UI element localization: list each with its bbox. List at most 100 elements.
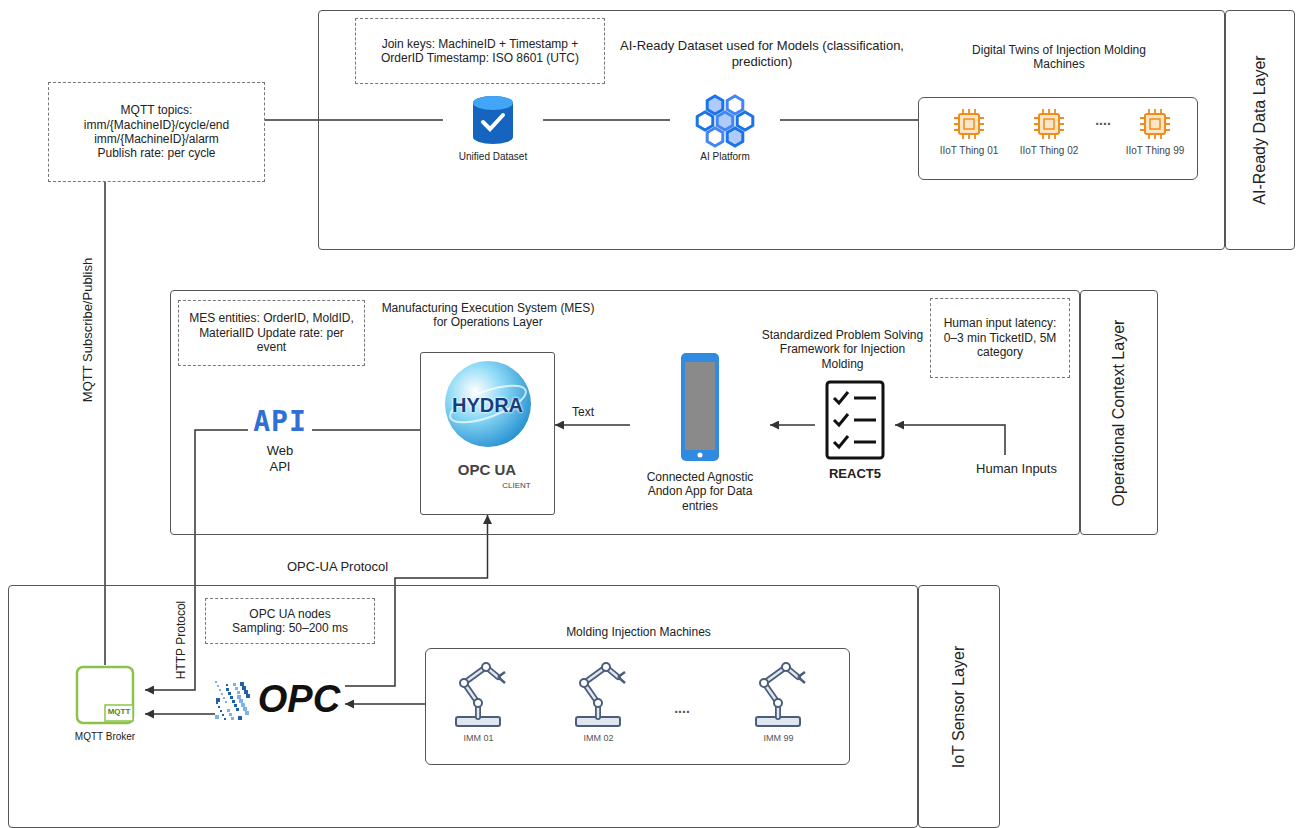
dots-icon-part bbox=[232, 700, 235, 703]
dataset-icon-part bbox=[473, 96, 513, 144]
dots-icon-part bbox=[223, 697, 225, 699]
connector-label: Text bbox=[570, 405, 596, 419]
dots-icon-part bbox=[230, 696, 233, 699]
node-text: Connected Agnostic Andon App for Data en… bbox=[630, 470, 770, 513]
dots-icon-part bbox=[237, 695, 241, 699]
robot-icon-part bbox=[798, 672, 805, 683]
connector bbox=[543, 119, 670, 121]
iiot-thing: IIoT Thing 02 bbox=[1013, 107, 1085, 173]
check-icon bbox=[825, 380, 885, 460]
node-text: Molding Injection Machines bbox=[426, 625, 851, 639]
tablet-icon-part bbox=[681, 353, 719, 461]
layer-label-cell: AI-Ready Data Layer bbox=[1225, 10, 1295, 250]
note-box: Human input latency: 0–3 min TicketID, 5… bbox=[930, 298, 1070, 378]
note-box: MQTT topics: imm/{MachineID}/cycle/end i… bbox=[48, 82, 265, 182]
robot-icon-part bbox=[764, 667, 798, 717]
connector bbox=[145, 713, 215, 715]
dots-icon-part bbox=[216, 698, 220, 702]
connector-label: OPC-UA Protocol bbox=[285, 559, 390, 575]
chip-icon-part bbox=[1034, 109, 1064, 139]
connector bbox=[555, 424, 630, 426]
node-text: Manufacturing Execution System (MES) for… bbox=[373, 301, 603, 330]
robot-icon-part bbox=[774, 699, 782, 707]
dots-icon-part bbox=[234, 704, 237, 707]
dataset-node: Unified Dataset bbox=[443, 95, 543, 173]
chip-icon-part bbox=[1034, 109, 1064, 139]
ai-platform-node: AI Platform bbox=[670, 95, 780, 173]
dots-icon-part bbox=[222, 714, 224, 716]
ai-icon-part bbox=[707, 96, 723, 114]
mes-box: Manufacturing Execution System (MES) for… bbox=[420, 352, 555, 515]
dots-icon-part bbox=[218, 706, 220, 708]
node-text: OPC UA nodes Sampling: 50–200 ms bbox=[225, 607, 355, 636]
node-text: MES entities: OrderID, MoldID, MaterialI… bbox=[189, 311, 354, 354]
layer-title: IoT Sensor Layer bbox=[949, 593, 968, 820]
connector-group bbox=[105, 120, 1005, 714]
robot-icon bbox=[748, 657, 808, 727]
chip-icon-part bbox=[959, 114, 979, 134]
iiot-thing: IIoT Thing 01 bbox=[933, 107, 1005, 173]
dots-icon-part bbox=[221, 693, 223, 695]
dots-icon-part bbox=[239, 699, 243, 703]
node-text: AI Platform bbox=[670, 151, 780, 163]
node-text: MQTT bbox=[105, 707, 133, 717]
dots-icon-part bbox=[233, 683, 236, 686]
chip-icon-part bbox=[954, 109, 984, 139]
dataset-icon bbox=[470, 95, 516, 145]
mqtt-broker-node: MQTTMQTT Broker bbox=[65, 665, 145, 747]
node-text: CLIENT bbox=[489, 481, 544, 491]
node-text: Join keys: MachineID + Timestamp + Order… bbox=[378, 37, 583, 66]
node-text: OPC UA bbox=[427, 461, 547, 479]
injection-machine: IMM 01 bbox=[441, 657, 516, 749]
chip-icon-part bbox=[1044, 119, 1054, 129]
node-text: Unified Dataset bbox=[443, 151, 543, 163]
node-text: REACT5 bbox=[815, 466, 895, 482]
dots-icon-part bbox=[219, 689, 221, 691]
layer-note: AI-Ready Dataset used for Models (classi… bbox=[610, 38, 914, 69]
connector bbox=[265, 119, 443, 121]
chip-icon-part bbox=[1140, 109, 1170, 139]
dots-icon-part bbox=[217, 685, 219, 687]
robot-icon-part bbox=[584, 667, 618, 717]
connector bbox=[895, 425, 1005, 455]
dots-icon-part bbox=[231, 717, 234, 720]
node-text: Web API bbox=[260, 443, 300, 474]
check-icon-part bbox=[834, 414, 848, 425]
node-text: Human input latency: 0–3 min TicketID, 5… bbox=[939, 316, 1061, 359]
node-text: IMM 01 bbox=[441, 733, 516, 744]
note-box: OPC UA nodes Sampling: 50–200 ms bbox=[205, 598, 375, 644]
dots-icon-part bbox=[238, 716, 242, 720]
robot-icon-part bbox=[464, 667, 498, 717]
chip-icon bbox=[1138, 107, 1172, 141]
dots-icon-part bbox=[220, 710, 222, 712]
connector bbox=[104, 182, 106, 665]
chip-icon-part bbox=[1140, 109, 1170, 139]
connector-label: HTTP Protocol bbox=[174, 599, 188, 681]
dots-icon-part bbox=[215, 681, 217, 683]
dots-icon-part bbox=[227, 709, 230, 712]
connector bbox=[145, 430, 248, 690]
andon-app-node: Connected Agnostic Andon App for Data en… bbox=[630, 352, 770, 517]
layer-title: Operational Context Layer bbox=[1109, 298, 1128, 527]
dataset-icon-part bbox=[473, 96, 513, 110]
robot-icon-part bbox=[464, 667, 498, 717]
node-text: MQTT topics: imm/{MachineID}/cycle/end i… bbox=[77, 103, 237, 161]
note-box: MES entities: OrderID, MoldID, MaterialI… bbox=[178, 300, 365, 366]
check-icon-part bbox=[854, 419, 876, 422]
layer-title: AI-Ready Data Layer bbox=[1250, 18, 1269, 242]
robot-icon-part bbox=[764, 667, 798, 717]
robot-icon-part bbox=[460, 679, 468, 687]
robot-icon-part bbox=[602, 663, 610, 671]
tablet-icon bbox=[680, 352, 720, 462]
injection-machine: IMM 02 bbox=[561, 657, 636, 749]
dots-icon-part bbox=[245, 711, 249, 715]
dots-icon-part bbox=[228, 692, 231, 695]
check-icon-part bbox=[854, 441, 876, 444]
layer-label-cell: IoT Sensor Layer bbox=[918, 585, 1000, 828]
machines-group: IMM 01IMM 02IMM 99Molding Injection Mach… bbox=[425, 648, 850, 765]
robot-icon-part bbox=[782, 663, 790, 671]
robot-icon-part bbox=[594, 699, 602, 707]
injection-machine: IMM 99 bbox=[741, 657, 816, 749]
node-text: Human Inputs bbox=[963, 461, 1070, 477]
web-api-node: APIWeb API bbox=[248, 405, 312, 483]
